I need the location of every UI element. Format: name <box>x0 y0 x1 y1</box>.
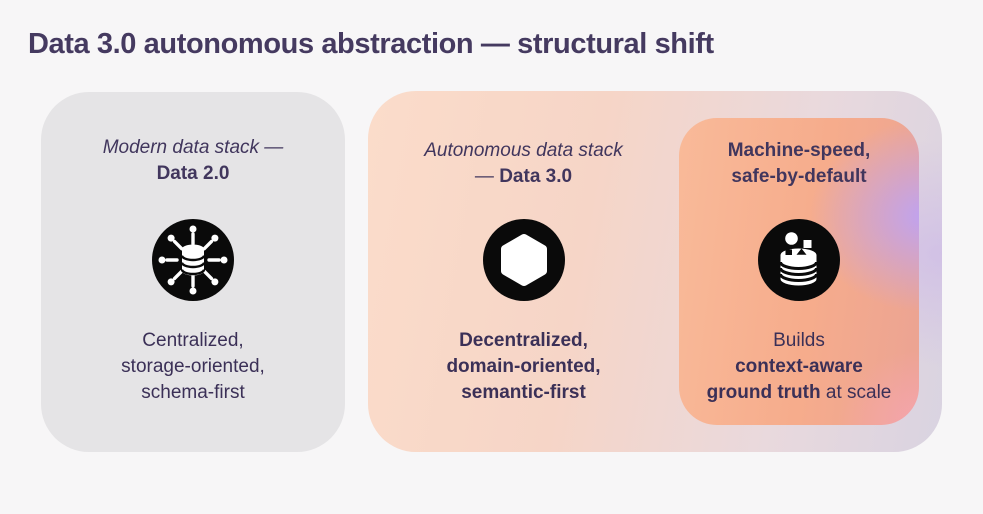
card-data2-heading: Modern data stack — Data 2.0 <box>41 135 345 187</box>
hexagon-icon <box>482 219 565 301</box>
card-data3-body-line2: domain-oriented, <box>446 356 601 377</box>
card-machine-speed-body: Builds context-aware ground truth at sca… <box>679 328 919 406</box>
card-data2-body-line1: Centralized, <box>142 330 244 351</box>
card-machine-speed: Machine-speed, safe-by-default <box>679 118 919 425</box>
card-machine-speed-body-line2: context-aware <box>735 356 863 377</box>
card-machine-speed-heading-line1: Machine-speed, <box>727 140 871 161</box>
card-data3-body-line3: semantic-first <box>461 382 586 403</box>
card-data3-content: Autonomous data stack — Data 3.0 Decentr… <box>368 91 679 452</box>
card-data3-heading-line2: Data 3.0 <box>499 166 573 187</box>
card-data2-heading-line1: Modern data stack — <box>102 137 284 158</box>
database-stack-icon <box>758 219 840 301</box>
card-data2: Modern data stack — Data 2.0 <box>41 92 345 452</box>
card-data3: Autonomous data stack — Data 3.0 Decentr… <box>368 91 942 452</box>
card-machine-speed-body-line1: Builds <box>773 330 825 351</box>
card-data2-body: Centralized, storage-oriented, schema-fi… <box>41 328 345 406</box>
card-data3-heading-line1: Autonomous data stack <box>424 140 623 161</box>
card-data3-body-line1: Decentralized, <box>459 330 588 351</box>
card-machine-speed-body-line3-regular: at scale <box>820 382 892 403</box>
card-machine-speed-body-line3-bold: ground truth <box>706 382 821 403</box>
card-data2-body-line3: schema-first <box>141 382 245 403</box>
card-data3-heading-dash: — <box>474 166 500 187</box>
card-data3-heading: Autonomous data stack — Data 3.0 <box>368 138 679 190</box>
card-machine-speed-heading: Machine-speed, safe-by-default <box>679 138 919 190</box>
page-title: Data 3.0 autonomous abstraction — struct… <box>28 28 714 60</box>
card-data3-body: Decentralized, domain-oriented, semantic… <box>368 328 679 406</box>
card-machine-speed-heading-line2: safe-by-default <box>731 166 867 187</box>
card-data2-body-line2: storage-oriented, <box>121 356 265 377</box>
card-data2-heading-line2: Data 2.0 <box>156 163 230 184</box>
centralized-hub-icon <box>152 219 234 301</box>
